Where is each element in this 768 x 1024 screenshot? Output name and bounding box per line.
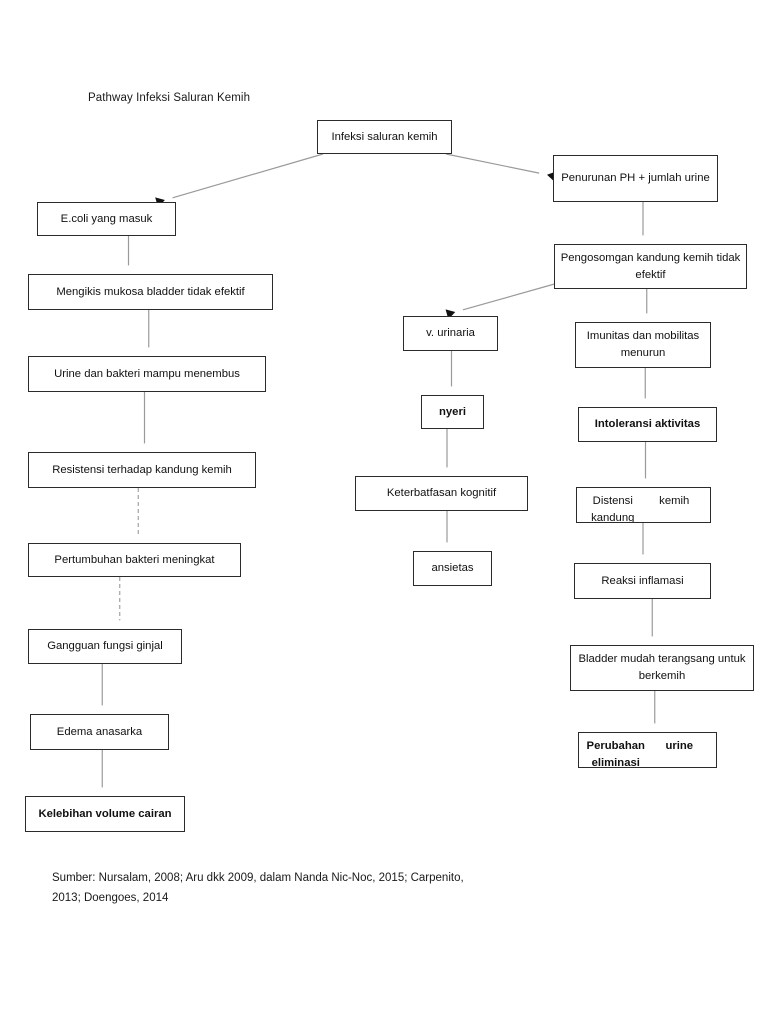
node-label: Gangguan fungsi ginjal xyxy=(47,640,163,653)
node-gangguan_ginjal: Gangguan fungsi ginjal xyxy=(28,629,182,664)
node-label: Bladder mudah terangsang untuk berkemih xyxy=(578,653,746,682)
node-intoleransi: Intoleransi aktivitas xyxy=(578,407,717,442)
node-urine_bakteri: Urine dan bakteri mampu menembus xyxy=(28,356,266,392)
node-label: Urine dan bakteri mampu menembus xyxy=(54,367,240,380)
node-kelebihan_cairan: Kelebihan volume cairan xyxy=(25,796,185,832)
node-nyeri: nyeri xyxy=(421,395,484,429)
node-label: Reaksi inflamasi xyxy=(601,574,684,587)
node-imunitas: Imunitas dan mobilitas menurun xyxy=(575,322,711,368)
node-label: Intoleransi aktivitas xyxy=(594,418,701,431)
node-label-overflow: kemih xyxy=(659,495,690,507)
node-label: Pengosomgan kandung kemih tidak efektif xyxy=(560,251,741,281)
node-bladder_mudah: Bladder mudah terangsang untuk berkemih xyxy=(570,645,754,691)
node-label-overflow: urine xyxy=(665,740,694,752)
connector-line xyxy=(445,153,540,174)
connector-line xyxy=(172,153,324,199)
node-label: ansietas xyxy=(431,562,474,575)
node-label: Imunitas dan mobilitas menurun xyxy=(586,330,700,359)
node-label: Pertumbuhan bakteri meningkat xyxy=(54,553,215,566)
node-label: Distensi kandung xyxy=(591,495,635,523)
node-distensi: Distensi kandung kemih xyxy=(576,487,711,523)
node-label: Infeksi saluran kemih xyxy=(331,130,438,143)
node-label: Edema anasarka xyxy=(56,725,143,738)
node-isk: Infeksi saluran kemih xyxy=(317,120,452,154)
node-label: Keterbatfasan kognitif xyxy=(386,487,497,500)
node-label: v. urinaria xyxy=(426,327,475,340)
node-label: Mengikis mukosa bladder tidak efektif xyxy=(56,285,245,298)
node-label: Perubahan eliminasi xyxy=(586,740,645,768)
node-pertumbuhan: Pertumbuhan bakteri meningkat xyxy=(28,543,241,577)
node-v_urinaria: v. urinaria xyxy=(403,316,498,351)
node-edema: Edema anasarka xyxy=(30,714,169,750)
node-resistensi: Resistensi terhadap kandung kemih xyxy=(28,452,256,488)
connector-line xyxy=(462,282,559,311)
node-label: E.coli yang masuk xyxy=(60,212,153,225)
node-label: Kelebihan volume cairan xyxy=(38,807,172,820)
node-keterbatfasan: Keterbatfasan kognitif xyxy=(355,476,528,511)
node-pengosomgan: Pengosomgan kandung kemih tidak efektif xyxy=(554,244,747,289)
page-title: Pathway Infeksi Saluran Kemih xyxy=(88,92,251,104)
node-label: Resistensi terhadap kandung kemih xyxy=(52,463,232,476)
node-ecoli: E.coli yang masuk xyxy=(37,202,176,236)
node-penurunan_ph: Penurunan PH + jumlah urine xyxy=(553,155,718,202)
node-mengikis: Mengikis mukosa bladder tidak efektif xyxy=(28,274,273,310)
node-reaksi_inflamasi: Reaksi inflamasi xyxy=(574,563,711,599)
source-citation: Sumber: Nursalam, 2008; Aru dkk 2009, da… xyxy=(52,872,464,905)
node-ansietas: ansietas xyxy=(413,551,492,586)
node-label: nyeri xyxy=(438,405,466,418)
node-label: Penurunan PH + jumlah urine xyxy=(561,172,710,185)
node-perubahan_elim: Perubahan eliminasi urine xyxy=(578,732,717,768)
